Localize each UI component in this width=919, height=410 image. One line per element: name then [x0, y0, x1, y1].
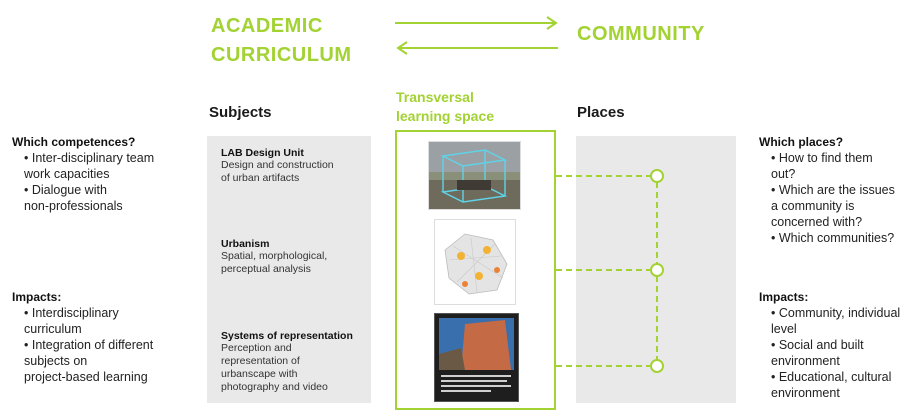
- transversal-line1: Transversal: [396, 89, 474, 105]
- transversal-space-title: Transversal learning space: [396, 88, 494, 126]
- places-header: Places: [577, 104, 625, 121]
- transversal-line2: learning space: [396, 108, 495, 124]
- competence-line: • Inter-disciplinary team: [24, 151, 155, 165]
- subject-lab-design: LAB Design Unit Design and construction …: [221, 147, 334, 185]
- competences-heading: Which competences?: [12, 135, 136, 149]
- subjects-header: Subjects: [209, 104, 272, 121]
- competences-list: • Inter-disciplinary team work capacitie…: [24, 150, 154, 214]
- impact-line: • Integration of different: [24, 338, 154, 352]
- places-list: • How to find them out? • Which are the …: [771, 150, 895, 246]
- impact-line: • Educational, cultural: [771, 370, 892, 384]
- right-impacts-heading: Impacts:: [759, 290, 809, 304]
- subject-body-line: Perception and: [221, 342, 292, 354]
- competence-line: work capacities: [24, 167, 110, 181]
- left-impacts-heading: Impacts:: [12, 290, 62, 304]
- place-line: a community is: [771, 199, 855, 213]
- competence-line: non-professionals: [24, 199, 123, 213]
- subject-body-line: urbanscape with: [221, 368, 298, 380]
- subject-title: Systems of representation: [221, 330, 353, 342]
- subject-representation: Systems of representation Perception and…: [221, 330, 353, 394]
- lab-installation-photo: [428, 141, 521, 210]
- subject-title: LAB Design Unit: [221, 147, 304, 159]
- subject-body-line: Spatial, morphological,: [221, 250, 328, 262]
- impact-line: • Community, individual: [771, 306, 901, 320]
- impact-line: project-based learning: [24, 370, 148, 384]
- academic-line2: CURRICULUM: [211, 44, 352, 66]
- subject-body-line: representation of: [221, 355, 300, 367]
- subject-body-line: Design and construction: [221, 159, 334, 171]
- bidirectional-arrows: [395, 16, 558, 55]
- connector-node-2: [650, 263, 664, 277]
- impact-line: level: [771, 322, 797, 336]
- connector-network: [556, 169, 664, 373]
- subject-title: Urbanism: [221, 238, 270, 250]
- right-impacts-list: • Community, individual level • Social a…: [771, 305, 900, 401]
- impact-line: environment: [771, 354, 840, 368]
- academic-line1: ACADEMIC: [211, 15, 323, 37]
- place-line: concerned with?: [771, 215, 863, 229]
- impact-line: • Interdisciplinary: [24, 306, 119, 320]
- place-line: • Which are the issues: [771, 183, 895, 197]
- arrow-right-head: [546, 16, 558, 30]
- urban-map-thumbnail: [434, 219, 516, 305]
- community-title: COMMUNITY: [577, 23, 705, 45]
- impact-line: subjects on: [24, 354, 88, 368]
- place-line: out?: [771, 167, 796, 181]
- impact-line: curriculum: [24, 322, 82, 336]
- academic-curriculum-title: ACADEMIC CURRICULUM: [211, 14, 352, 67]
- subject-body-line: photography and video: [221, 381, 328, 393]
- subject-urbanism: Urbanism Spatial, morphological, percept…: [221, 238, 327, 276]
- subject-body-line: of urban artifacts: [221, 172, 300, 184]
- place-line: • Which communities?: [771, 231, 895, 245]
- connector-node-3: [650, 359, 664, 373]
- connector-node-1: [650, 169, 664, 183]
- impact-line: • Social and built: [771, 338, 864, 352]
- left-impacts-list: • Interdisciplinary curriculum • Integra…: [24, 305, 153, 385]
- impact-line: environment: [771, 386, 840, 400]
- competence-line: • Dialogue with: [24, 183, 107, 197]
- subjects-panel: [207, 136, 371, 403]
- representation-photo: [434, 313, 519, 402]
- arrow-left-head: [396, 41, 408, 55]
- subject-body-line: perceptual analysis: [221, 263, 311, 275]
- place-line: • How to find them: [771, 151, 873, 165]
- places-heading: Which places?: [759, 135, 844, 149]
